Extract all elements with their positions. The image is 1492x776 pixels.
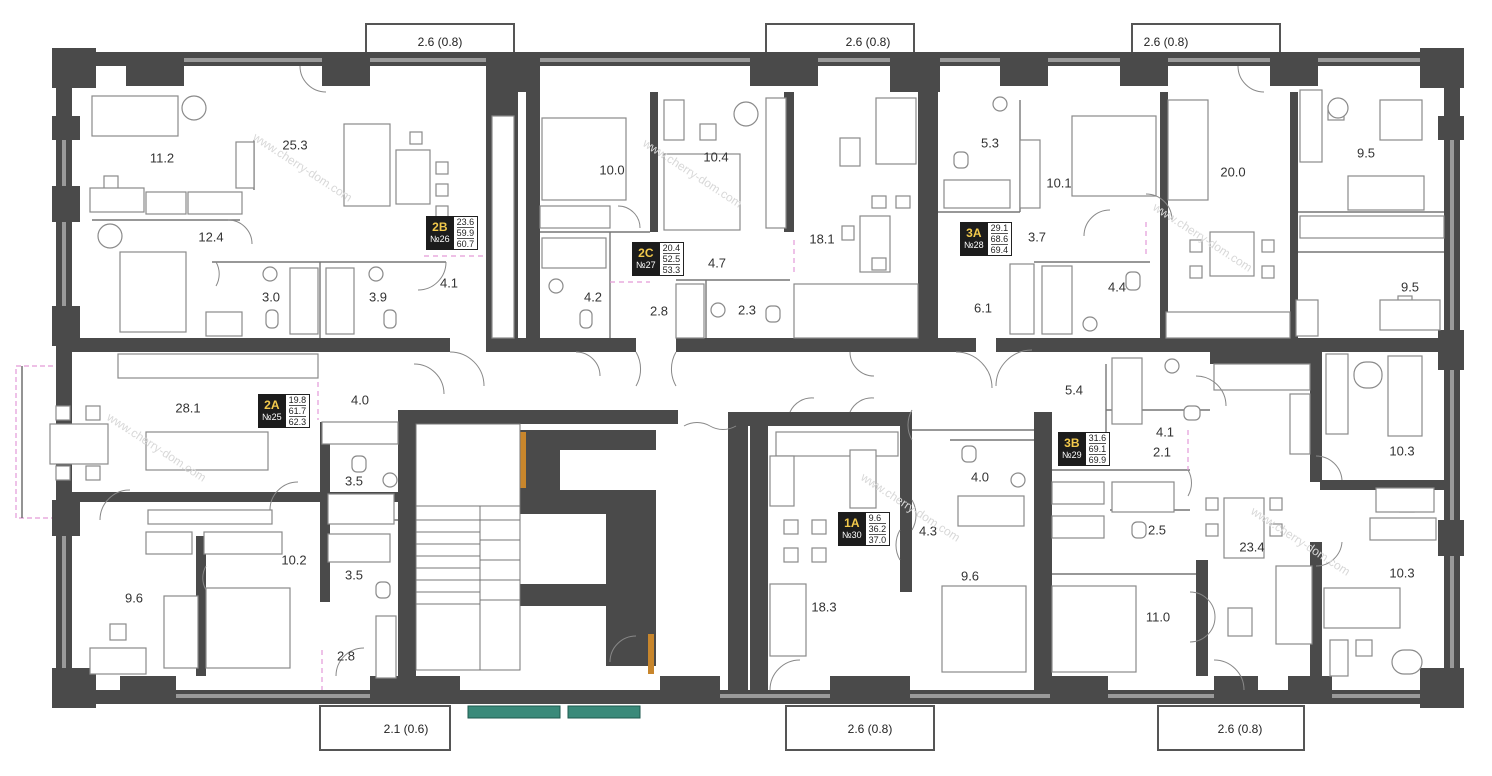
- balcony-bottom-center: [785, 705, 935, 751]
- total-area-with-balcony: 62.3: [288, 417, 307, 427]
- room-area-label: 4.4: [1107, 279, 1127, 295]
- apartment-number: №26: [430, 234, 450, 244]
- balcony-label: 2.6 (0.8): [845, 35, 891, 49]
- total-area: 36.2: [868, 524, 887, 535]
- total-area-with-balcony: 69.9: [1088, 455, 1107, 465]
- room-area-label: 2.5: [1147, 522, 1167, 538]
- living-area: 31.6: [1088, 433, 1107, 444]
- apartment-type: 1A: [844, 516, 860, 530]
- room-area-label: 23.4: [1239, 539, 1265, 555]
- balcony-bottom-right: [1157, 705, 1305, 751]
- apartment-type: 2A: [264, 398, 280, 412]
- room-area-label: 2.1: [1152, 444, 1172, 460]
- apartment-number: №29: [1062, 450, 1082, 460]
- room-area-label: 4.1: [1155, 424, 1175, 440]
- apartment-number: №28: [964, 240, 984, 250]
- total-area: 59.9: [456, 228, 475, 239]
- room-area-label: 11.2: [149, 150, 175, 166]
- room-area-label: 4.2: [583, 289, 603, 305]
- room-area-label: 6.1: [973, 300, 993, 316]
- total-area: 52.5: [662, 254, 681, 265]
- room-area-label: 2.3: [737, 302, 757, 318]
- total-area-with-balcony: 60.7: [456, 239, 475, 249]
- room-area-label: 5.4: [1064, 382, 1084, 398]
- room-area-label: 9.5: [1356, 145, 1376, 161]
- total-area-with-balcony: 37.0: [868, 535, 887, 545]
- balcony-label: 2.6 (0.8): [417, 35, 463, 49]
- room-area-label: 12.4: [198, 229, 224, 245]
- room-area-label: 10.2: [281, 552, 307, 568]
- room-area-label: 3.5: [344, 473, 364, 489]
- total-area: 68.6: [990, 234, 1009, 245]
- living-area: 19.8: [288, 395, 307, 406]
- apartment-number: №25: [262, 412, 282, 422]
- room-area-label: 9.6: [124, 590, 144, 606]
- room-area-label: 2.8: [336, 648, 356, 664]
- room-area-label: 10.0: [599, 162, 625, 178]
- total-area: 61.7: [288, 406, 307, 417]
- room-area-label: 3.9: [368, 289, 388, 305]
- apartment-boundaries: [317, 222, 1189, 690]
- entrance-window-right: [567, 705, 641, 719]
- balcony-label: 2.6 (0.8): [847, 722, 893, 736]
- living-area: 20.4: [662, 243, 681, 254]
- room-area-label: 3.5: [344, 567, 364, 583]
- room-area-label: 4.7: [707, 255, 727, 271]
- inner-walls: [72, 66, 1444, 694]
- room-area-label: 4.0: [350, 392, 370, 408]
- furniture: [49, 89, 1445, 679]
- balcony-bottom-left: [319, 705, 451, 751]
- outer-walls: [52, 48, 1464, 708]
- apartment-type: 3B: [1064, 436, 1080, 450]
- room-area-label: 4.1: [439, 275, 459, 291]
- balcony-label: 2.1 (0.6): [383, 722, 429, 736]
- room-area-label: 9.5: [1400, 279, 1420, 295]
- room-area-label: 2.8: [649, 303, 669, 319]
- entrance-window-left: [467, 705, 561, 719]
- room-area-label: 9.6: [960, 568, 980, 584]
- room-area-label: 28.1: [175, 400, 201, 416]
- room-area-label: 3.0: [261, 289, 281, 305]
- room-area-label: 11.0: [1145, 609, 1171, 625]
- room-area-label: 20.0: [1220, 164, 1246, 180]
- total-area-with-balcony: 69.4: [990, 245, 1009, 255]
- room-area-label: 10.3: [1389, 565, 1415, 581]
- doors: [99, 65, 1343, 691]
- windows: [62, 58, 1454, 698]
- room-area-label: 25.3: [282, 137, 308, 153]
- room-area-label: 10.3: [1389, 443, 1415, 459]
- total-area-with-balcony: 53.3: [662, 265, 681, 275]
- room-area-label: 18.3: [811, 599, 837, 615]
- total-area: 69.1: [1088, 444, 1107, 455]
- stairwell: [415, 423, 521, 671]
- room-area-label: 10.1: [1046, 175, 1072, 191]
- apartment-type: 2B: [432, 220, 448, 234]
- living-area: 29.1: [990, 223, 1009, 234]
- balcony-label: 2.6 (0.8): [1217, 722, 1263, 736]
- room-area-label: 5.3: [980, 135, 1000, 151]
- apartment-number: №27: [636, 260, 656, 270]
- balcony-label: 2.6 (0.8): [1143, 35, 1189, 49]
- living-area: 9.6: [868, 513, 887, 524]
- apartment-number: №30: [842, 530, 862, 540]
- room-area-label: 18.1: [809, 231, 835, 247]
- room-area-label: 10.4: [703, 149, 729, 165]
- room-area-label: 4.3: [918, 523, 938, 539]
- room-area-label: 4.0: [970, 469, 990, 485]
- apartment-type: 3A: [966, 226, 982, 240]
- room-area-label: 3.7: [1027, 229, 1047, 245]
- apartment-type: 2C: [638, 246, 654, 260]
- living-area: 23.6: [456, 217, 475, 228]
